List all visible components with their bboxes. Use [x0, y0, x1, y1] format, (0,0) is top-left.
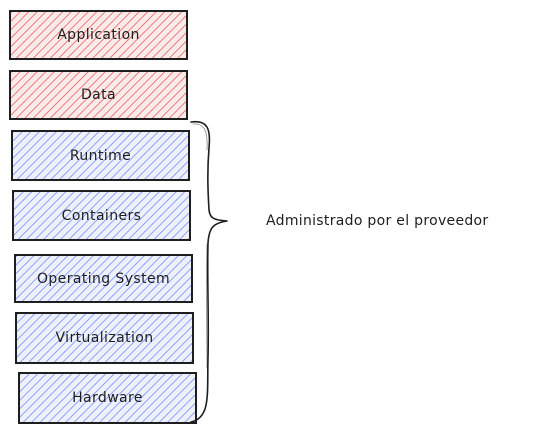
layer-operating-system: Operating System [14, 254, 193, 303]
layer-data: Data [9, 70, 188, 120]
layer-data-label: Data [80, 87, 117, 103]
layer-containers: Containers [12, 190, 191, 241]
layer-hardware-label: Hardware [72, 390, 143, 406]
layer-containers-label: Containers [61, 207, 142, 224]
layer-hardware: Hardware [18, 372, 197, 424]
layer-application: Application [9, 10, 188, 60]
curly-brace [190, 120, 228, 423]
layer-virtualization: Virtualization [15, 312, 194, 364]
layer-operating-system-label: Operating System [36, 270, 171, 287]
layer-application-label: Application [57, 27, 140, 43]
layer-virtualization-label: Virtualization [55, 330, 154, 346]
layer-runtime-label: Runtime [69, 147, 132, 164]
managed-by-provider-label: Administrado por el proveedor [266, 213, 489, 229]
layer-runtime: Runtime [11, 130, 190, 181]
